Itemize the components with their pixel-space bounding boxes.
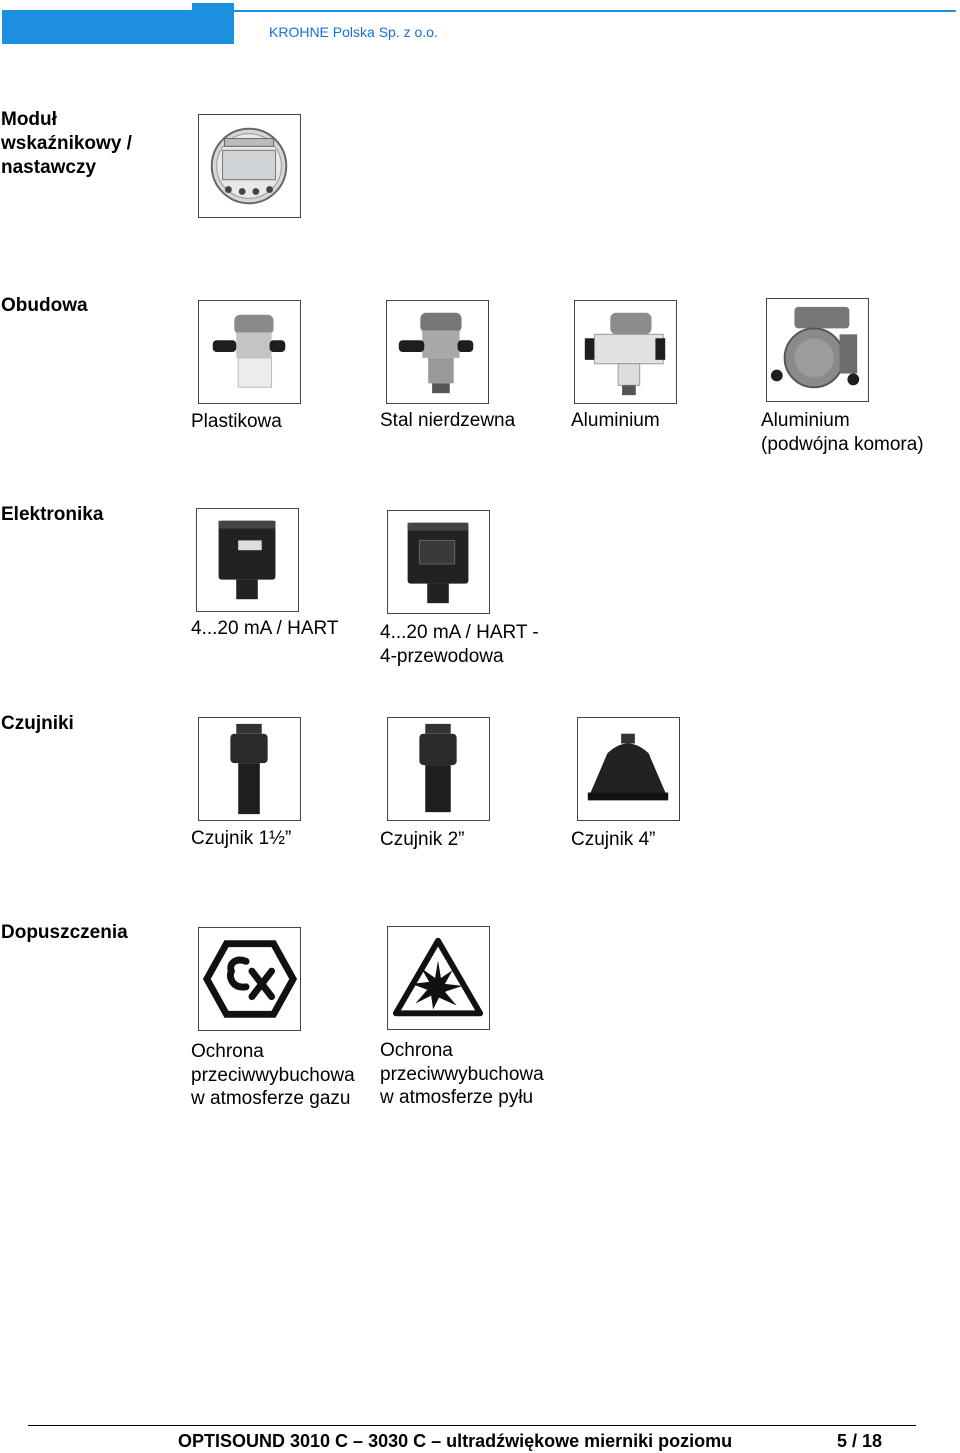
header-bar-tab	[192, 3, 234, 11]
footer-title: OPTISOUND 3010 C – 3030 C – ultradźwięko…	[178, 1431, 733, 1451]
sensor-2-image	[387, 717, 490, 821]
caption-aluminium-housing: Aluminium	[571, 410, 660, 431]
aluminium-housing-icon	[584, 312, 666, 396]
electronics-module-4wire-icon	[407, 522, 469, 604]
plastic-housing-icon	[212, 314, 286, 388]
sensor-4-image	[577, 717, 680, 821]
stainless-housing-image	[386, 300, 489, 404]
caption-sensor-2: Czujnik 2”	[380, 829, 465, 850]
caption-double-chamber-housing: Aluminium (podwójna komora)	[761, 410, 924, 455]
plastic-housing-image	[198, 300, 301, 404]
footer-rule	[28, 1425, 916, 1426]
display-module-icon	[210, 127, 288, 205]
electronics-4wire-image	[387, 510, 490, 614]
sensor-2-inch-icon	[419, 723, 457, 813]
double-chamber-housing-icon	[770, 306, 860, 389]
sensor-1-5-image	[198, 717, 301, 821]
caption-plastic-housing: Plastikowa	[191, 411, 282, 432]
caption-electronics-hart: 4...20 mA / HART	[191, 618, 339, 639]
electronics-module-image	[196, 508, 299, 612]
header-rule	[234, 10, 956, 12]
ex-symbol-icon	[202, 940, 298, 1018]
caption-sensor-4: Czujnik 4”	[571, 829, 656, 850]
ex-symbol-image	[198, 927, 301, 1031]
explosion-warning-image	[387, 926, 490, 1030]
electronics-module-icon	[218, 520, 276, 600]
section-title-approvals: Dopuszczenia	[1, 922, 128, 943]
caption-dust-atmosphere: Ochrona przeciwwybuchowa w atmosferze py…	[380, 1040, 544, 1108]
caption-stainless-housing: Stal nierdzewna	[380, 410, 516, 431]
company-name: KROHNE Polska Sp. z o.o.	[269, 24, 438, 40]
sensor-1-5-inch-icon	[230, 723, 268, 815]
caption-electronics-4wire: 4...20 mA / HART - 4-przewodowa	[380, 622, 539, 667]
aluminium-housing-image	[574, 300, 677, 404]
explosion-warning-icon	[392, 937, 484, 1017]
sensor-4-inch-icon	[587, 733, 669, 801]
stainless-housing-icon	[398, 312, 474, 394]
caption-sensor-1-5: Czujnik 1½”	[191, 828, 292, 849]
display-module-image	[198, 114, 301, 218]
page-number: 5 / 18	[837, 1431, 883, 1451]
section-title-housing: Obudowa	[1, 295, 88, 316]
header-bar	[2, 10, 234, 44]
double-chamber-housing-image	[766, 298, 869, 402]
section-title-electronics: Elektronika	[1, 504, 104, 525]
section-title-sensors: Czujniki	[1, 713, 74, 734]
section-title-display: Moduł wskaźnikowy / nastawczy	[1, 109, 132, 178]
caption-gas-atmosphere: Ochrona przeciwwybuchowa w atmosferze ga…	[191, 1041, 355, 1109]
